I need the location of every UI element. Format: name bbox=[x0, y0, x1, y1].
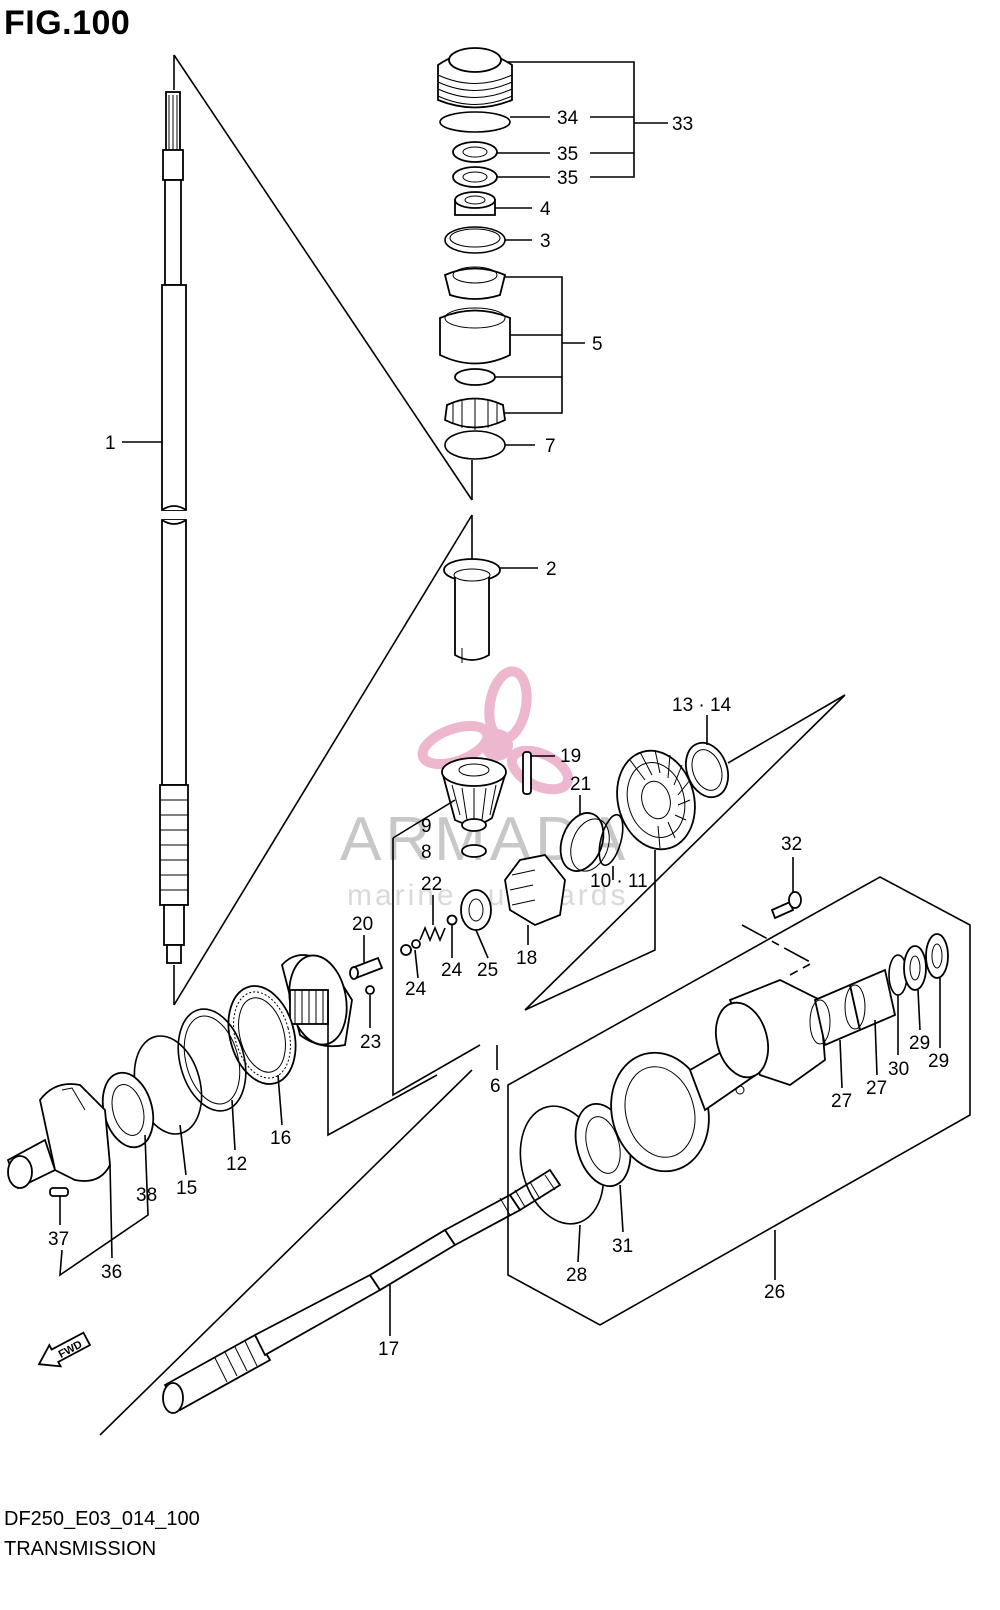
callout-17: 17 bbox=[378, 1339, 399, 1360]
callout-3: 3 bbox=[540, 231, 551, 252]
part-29-oil-seal-a bbox=[903, 945, 927, 991]
part-17-propeller-shaft bbox=[162, 1168, 562, 1414]
part-34-o-ring bbox=[439, 111, 511, 133]
callout-23: 23 bbox=[360, 1032, 381, 1053]
part-37-pin bbox=[49, 1187, 69, 1197]
callout-21: 21 bbox=[570, 774, 591, 795]
part-24-ball-a bbox=[446, 914, 458, 926]
callout-35-a: 35 bbox=[557, 144, 578, 165]
part-10-11-shim bbox=[598, 813, 624, 867]
part-9-washer bbox=[461, 818, 487, 832]
callout-2: 2 bbox=[546, 559, 557, 580]
diagram-name: TRANSMISSION bbox=[4, 1538, 157, 1560]
part-12-thrust-washer bbox=[177, 1008, 247, 1112]
callout-36: 36 bbox=[101, 1262, 122, 1283]
part-24-ball-b bbox=[400, 939, 421, 956]
part-5-taper-bearing-set bbox=[439, 266, 511, 430]
callout-10-11: 10 · 11 bbox=[590, 871, 648, 892]
callout-5: 5 bbox=[592, 334, 603, 355]
part-2-sleeve bbox=[443, 558, 501, 663]
callout-22: 22 bbox=[421, 874, 442, 895]
callout-1: 1 bbox=[105, 433, 116, 454]
callout-33: 33 bbox=[672, 114, 693, 135]
callout-27-a: 27 bbox=[831, 1091, 852, 1112]
part-20-cross-pin bbox=[349, 956, 384, 980]
part-32-bolt bbox=[770, 891, 802, 920]
part-gear-case-body bbox=[610, 979, 826, 1173]
part-18-clutch-dog bbox=[504, 854, 566, 927]
callout-24-a: 24 bbox=[405, 979, 427, 1000]
callout-8: 8 bbox=[421, 842, 432, 863]
callout-37: 37 bbox=[48, 1229, 69, 1250]
diagram-code: DF250_E03_014_100 bbox=[4, 1508, 200, 1530]
callout-34: 34 bbox=[557, 108, 579, 129]
callout-16: 16 bbox=[270, 1128, 291, 1149]
part-33-bearing-housing bbox=[437, 47, 513, 109]
part-19-pin bbox=[522, 751, 532, 795]
part-23-ring bbox=[365, 985, 375, 995]
part-13-14-shim bbox=[685, 741, 729, 799]
part-8-washer bbox=[461, 844, 487, 858]
callout-32: 32 bbox=[781, 834, 802, 855]
callout-9: 9 bbox=[421, 816, 432, 837]
callout-18: 18 bbox=[516, 948, 537, 969]
callout-31: 31 bbox=[612, 1236, 633, 1257]
fwd-arrow-icon: FWD bbox=[37, 1331, 92, 1368]
callout-12: 12 bbox=[226, 1154, 247, 1175]
part-21-clutch-spring bbox=[559, 812, 610, 872]
callout-labels: 1 2 3 4 5 6 7 8 9 10 · 11 12 13 · 14 15 … bbox=[48, 108, 949, 1360]
callout-29-b: 29 bbox=[928, 1051, 949, 1072]
fwd-arrow-label: FWD bbox=[57, 1339, 85, 1361]
part-7-circlip bbox=[444, 430, 506, 460]
callout-7: 7 bbox=[545, 436, 556, 457]
part-27-needle-bearing-b bbox=[844, 968, 897, 1032]
part-29-oil-seal-b bbox=[925, 933, 949, 979]
callout-15: 15 bbox=[176, 1178, 197, 1199]
callout-19: 19 bbox=[560, 746, 581, 767]
callout-6: 6 bbox=[490, 1076, 501, 1097]
part-pinion-gear bbox=[441, 757, 507, 826]
part-reverse-gear bbox=[616, 749, 696, 851]
part-1-driveshaft bbox=[159, 91, 189, 964]
callout-25: 25 bbox=[477, 960, 498, 981]
callout-38: 38 bbox=[136, 1185, 157, 1206]
callout-26: 26 bbox=[764, 1282, 785, 1303]
part-25-bushing bbox=[460, 889, 492, 931]
part-3-shim-ring bbox=[444, 226, 506, 254]
part-22-spring bbox=[419, 925, 446, 943]
callout-28: 28 bbox=[566, 1265, 587, 1286]
part-4-nut bbox=[454, 191, 496, 216]
callout-leaders bbox=[59, 61, 941, 1336]
part-36-bearing-housing bbox=[6, 1083, 111, 1190]
callout-20: 20 bbox=[352, 914, 373, 935]
callout-29-a: 29 bbox=[909, 1033, 930, 1054]
alignment-lines bbox=[99, 54, 846, 1436]
part-35-oil-seals bbox=[452, 141, 498, 188]
callout-30: 30 bbox=[888, 1059, 909, 1080]
part-forward-gear bbox=[281, 954, 353, 1048]
callout-27-b: 27 bbox=[866, 1078, 887, 1099]
figure-title: FIG.100 bbox=[4, 4, 131, 42]
callout-24-b: 24 bbox=[441, 960, 463, 981]
callout-35-b: 35 bbox=[557, 168, 578, 189]
part-26-gear-case-assembly bbox=[507, 876, 971, 1326]
callout-4: 4 bbox=[540, 199, 551, 220]
callout-13-14: 13 · 14 bbox=[672, 695, 732, 716]
